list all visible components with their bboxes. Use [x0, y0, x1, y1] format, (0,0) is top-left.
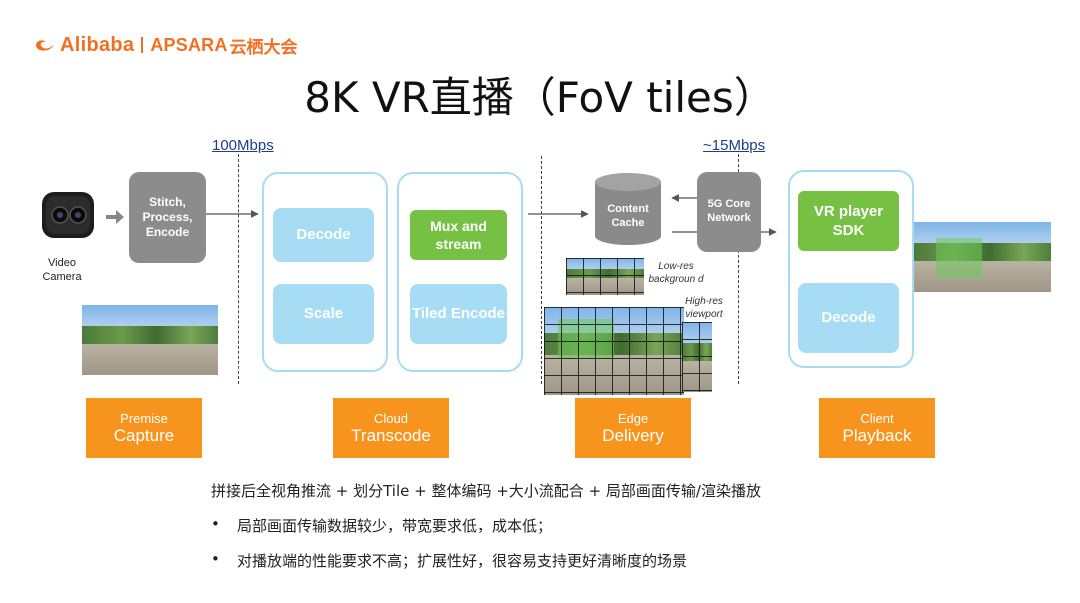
stage-delivery-name: Delivery: [602, 425, 664, 445]
vr-player-sdk-box: VR player SDK: [798, 191, 899, 251]
vr-camera-icon: [40, 188, 98, 242]
brand-divider: [141, 37, 144, 53]
page-title: 8K VR直播（FoV tiles）: [304, 73, 776, 122]
summary-bullet: 局部画面传输数据较少，带宽要求低，成本低；: [211, 515, 1071, 536]
viewport-panorama: [914, 222, 1051, 292]
scale-box: Scale: [273, 284, 374, 344]
divider-cloud-edge: [541, 156, 542, 384]
camera-to-stitch-arrow: [106, 210, 124, 224]
stage-delivery: Edge Delivery: [575, 398, 691, 458]
stage-capture-name: Capture: [113, 425, 175, 445]
stage-delivery-tag: Edge: [617, 410, 649, 426]
stage-capture-tag: Premise: [120, 410, 168, 426]
divider-capture-cloud: [238, 154, 239, 384]
stage-transcode-name: Transcode: [351, 425, 431, 445]
brand-yunqi: 云栖大会: [229, 37, 298, 58]
summary-lead: 拼接后全视角推流 + 划分Tile + 整体编码 +大小流配合 + 局部画面传输…: [211, 482, 761, 500]
stage-playback-name: Playback: [842, 425, 912, 445]
stage-transcode: Cloud Transcode: [333, 398, 449, 458]
stitch-box: Stitch, Process, Encode: [129, 172, 206, 263]
decode-box: Decode: [273, 208, 374, 262]
brand-apsara: APSARA: [150, 34, 228, 55]
panorama-image: [82, 305, 218, 375]
mux-stream-box: Mux and stream: [410, 210, 507, 260]
content-cache-label: Content Cache: [607, 203, 649, 230]
tiled-encode-box: Tiled Encode: [410, 284, 507, 344]
client-decode-box: Decode: [798, 283, 899, 353]
5g-network-box: 5G Core Network: [697, 172, 761, 252]
tiled-panorama: [544, 307, 684, 395]
stage-playback-tag: Client: [860, 410, 894, 426]
divider-edge-client: [738, 154, 739, 384]
downlink-bandwidth: ~15Mbps: [703, 137, 766, 154]
low-res-thumbnail: [566, 258, 644, 295]
summary-text: 拼接后全视角推流 + 划分Tile + 整体编码 +大小流配合 + 局部画面传输…: [211, 480, 1071, 585]
low-res-label: Low-res backgroun d: [648, 261, 704, 285]
stage-transcode-tag: Cloud: [374, 410, 408, 426]
content-cache-icon: [594, 172, 662, 246]
stage-capture: Premise Capture: [86, 398, 202, 458]
alibaba-smile-icon: [36, 40, 54, 51]
uplink-bandwidth: 100Mbps: [212, 137, 274, 154]
brand-alibaba: Alibaba: [60, 33, 135, 56]
stage-playback: Client Playback: [819, 398, 935, 458]
high-res-viewport-image: [682, 322, 712, 392]
brand-logo: Alibaba APSARA 云栖大会: [34, 33, 298, 58]
high-res-label: High-res viewport: [685, 296, 723, 320]
summary-bullet: 对播放端的性能要求不高；扩展性好，很容易支持更好清晰度的场景: [211, 550, 1071, 571]
camera-label: Video Camera: [42, 257, 82, 284]
